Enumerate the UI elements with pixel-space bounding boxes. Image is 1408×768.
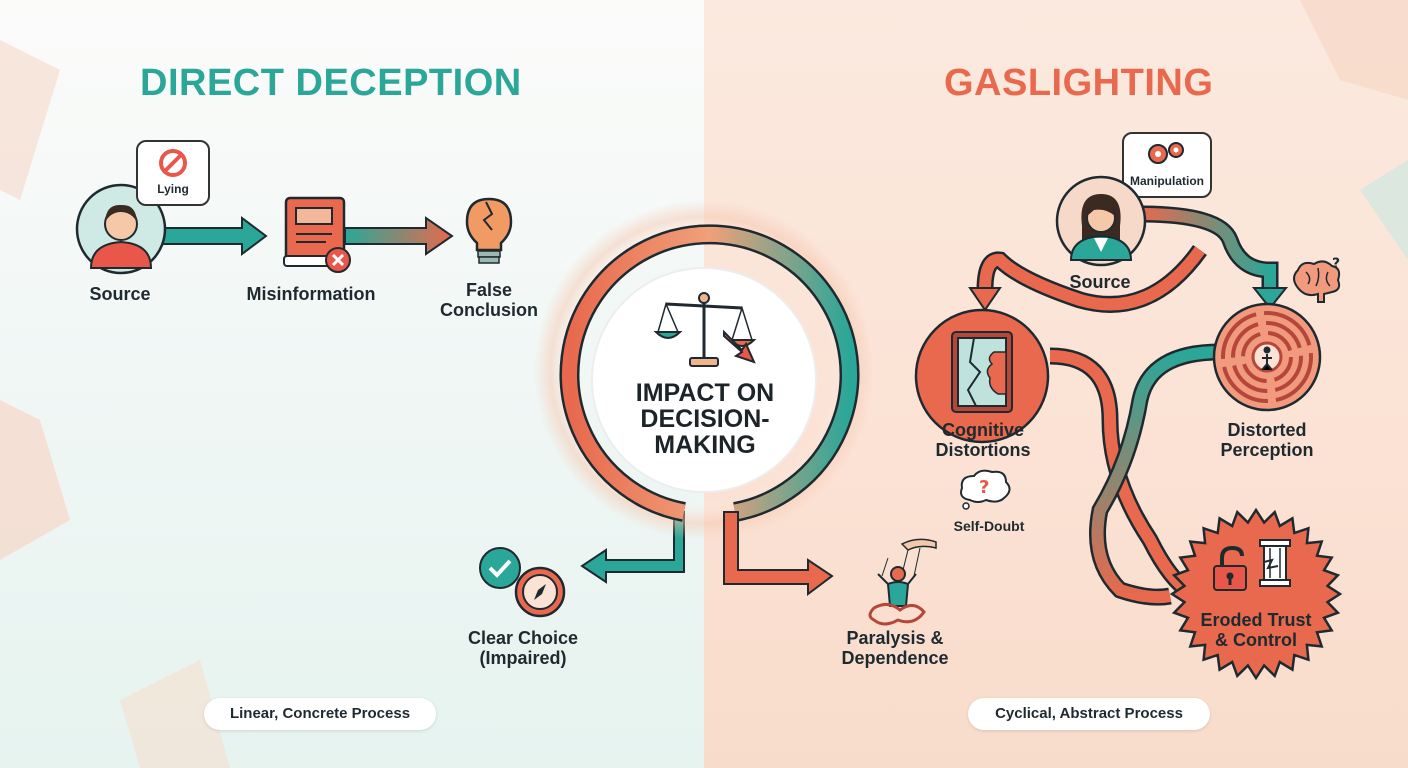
paralysis-dependence-label: Paralysis & Dependence xyxy=(820,628,970,668)
cyclical-process-pill: Cyclical, Abstract Process xyxy=(968,698,1210,730)
eroded-line1: Eroded Trust xyxy=(1200,610,1312,630)
cognitive-line2: Distortions xyxy=(935,440,1031,460)
broken-bulb-icon xyxy=(465,197,513,264)
cracked-mirror-icon xyxy=(914,308,1050,444)
down-arrow-icon xyxy=(723,329,756,364)
center-line1: IMPACT ON xyxy=(635,379,775,407)
clear-choice-label: Clear Choice (Impaired) xyxy=(448,628,598,668)
eroded-trust-label: Eroded Trust & Control xyxy=(1181,610,1331,650)
x-badge-icon xyxy=(325,247,351,273)
left-source-label: Source xyxy=(89,284,151,304)
eroded-trust-starburst xyxy=(1169,507,1343,681)
distorted-perception-label: Distorted Perception xyxy=(1192,420,1342,460)
linear-process-pill: Linear, Concrete Process xyxy=(204,698,436,730)
paralysis-line2: Dependence xyxy=(841,648,949,668)
clear-choice-line1: Clear Choice xyxy=(467,628,579,648)
svg-text:?: ? xyxy=(979,477,989,498)
svg-text:?: ? xyxy=(1332,256,1340,272)
center-line2: DECISION- xyxy=(640,405,770,433)
distorted-line2: Perception xyxy=(1220,440,1314,460)
person-icon xyxy=(75,183,167,275)
false-conclusion-line1: False xyxy=(465,280,513,300)
eroded-line2: & Control xyxy=(1215,630,1297,650)
gaslighting-title: GASLIGHTING xyxy=(944,62,1214,104)
padlock-icon xyxy=(1213,545,1247,591)
maze-icon xyxy=(1212,302,1322,412)
woman-icon xyxy=(1055,175,1147,267)
distorted-line1: Distorted xyxy=(1227,420,1307,440)
manipulation-label: Manipulation xyxy=(1130,174,1204,188)
lying-speech-bubble: Lying xyxy=(136,140,210,206)
book-icon xyxy=(283,196,347,267)
misinformation-label: Misinformation xyxy=(246,284,376,304)
lying-label: Lying xyxy=(157,182,189,196)
manipulation-speech-bubble: Manipulation xyxy=(1122,132,1212,198)
check-icon xyxy=(479,547,521,589)
cognitive-line1: Cognitive xyxy=(941,420,1024,440)
right-source-label: Source xyxy=(1069,272,1131,292)
broken-pillar-icon xyxy=(1259,539,1291,587)
false-conclusion-label: False Conclusion xyxy=(424,280,554,320)
clear-choice-line2: (Impaired) xyxy=(479,648,567,668)
puppet-icon xyxy=(868,538,937,626)
self-doubt-label: Self-Doubt xyxy=(953,518,1025,534)
gears-icon xyxy=(1148,142,1184,164)
impact-on-decision-making-text: IMPACT ON DECISION- MAKING xyxy=(600,380,810,458)
false-conclusion-line2: Conclusion xyxy=(440,300,538,320)
thought-bubble-icon: ? xyxy=(960,469,1011,510)
center-line3: MAKING xyxy=(654,431,756,459)
cognitive-distortions-label: Cognitive Distortions xyxy=(908,420,1058,460)
brain-icon: ? xyxy=(1293,256,1340,303)
compass-icon xyxy=(514,566,566,618)
direct-deception-title: DIRECT DECEPTION xyxy=(140,62,522,104)
no-sign-icon xyxy=(159,149,187,177)
paralysis-line1: Paralysis & xyxy=(846,628,944,648)
